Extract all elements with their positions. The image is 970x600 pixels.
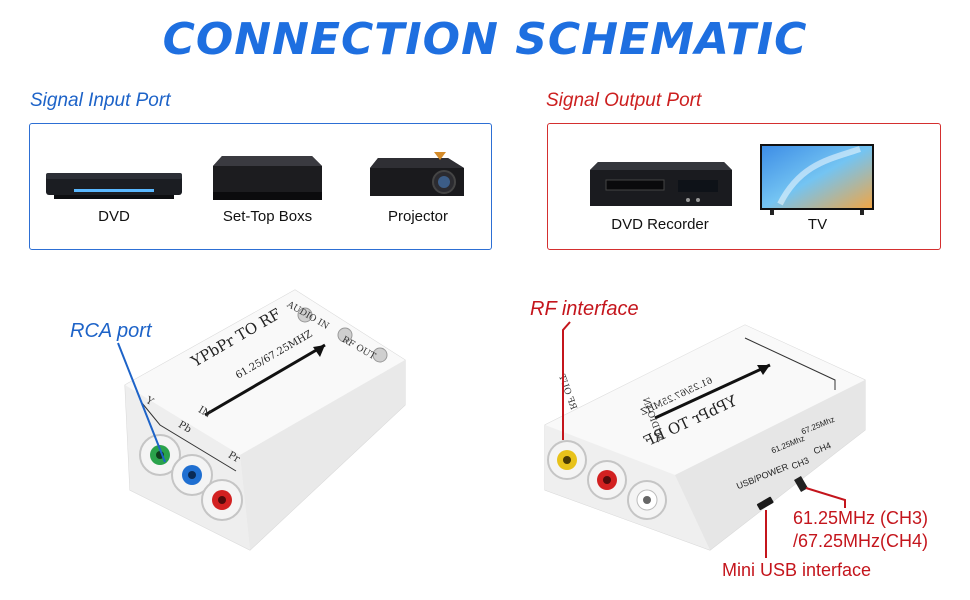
rf-interface-callout: RF interface: [530, 298, 639, 320]
signal-output-label: Signal Output Port: [546, 90, 702, 111]
device-label-projector: Projector: [387, 208, 449, 225]
device-label-dvd-recorder: DVD Recorder: [611, 216, 709, 233]
rca-port-callout: RCA port: [70, 320, 152, 342]
signal-input-label: Signal Input Port: [30, 90, 171, 111]
mini-usb-callout: Mini USB interface: [722, 560, 872, 580]
dvd-player-image: [46, 173, 182, 199]
signal-input-panel: [29, 123, 492, 250]
tv-image: [760, 144, 874, 215]
projector-image: [370, 152, 464, 196]
device-label-set-top-box: Set-Top Boxs: [222, 208, 313, 225]
converter-front-image: [124, 289, 406, 551]
converter-side-image: [544, 324, 866, 551]
set-top-box-image: [213, 156, 322, 200]
dvd-recorder-image: [590, 162, 732, 206]
signal-output-panel: [547, 123, 941, 250]
device-label-dvd: DVD: [98, 208, 130, 225]
device-label-tv: TV: [807, 216, 828, 233]
frequency-callout-line1: 61.25MHz (CH3): [793, 508, 929, 528]
page-title: CONNECTION SCHEMATIC: [162, 14, 808, 65]
frequency-callout-line2: /67.25MHz(CH4): [793, 531, 929, 551]
